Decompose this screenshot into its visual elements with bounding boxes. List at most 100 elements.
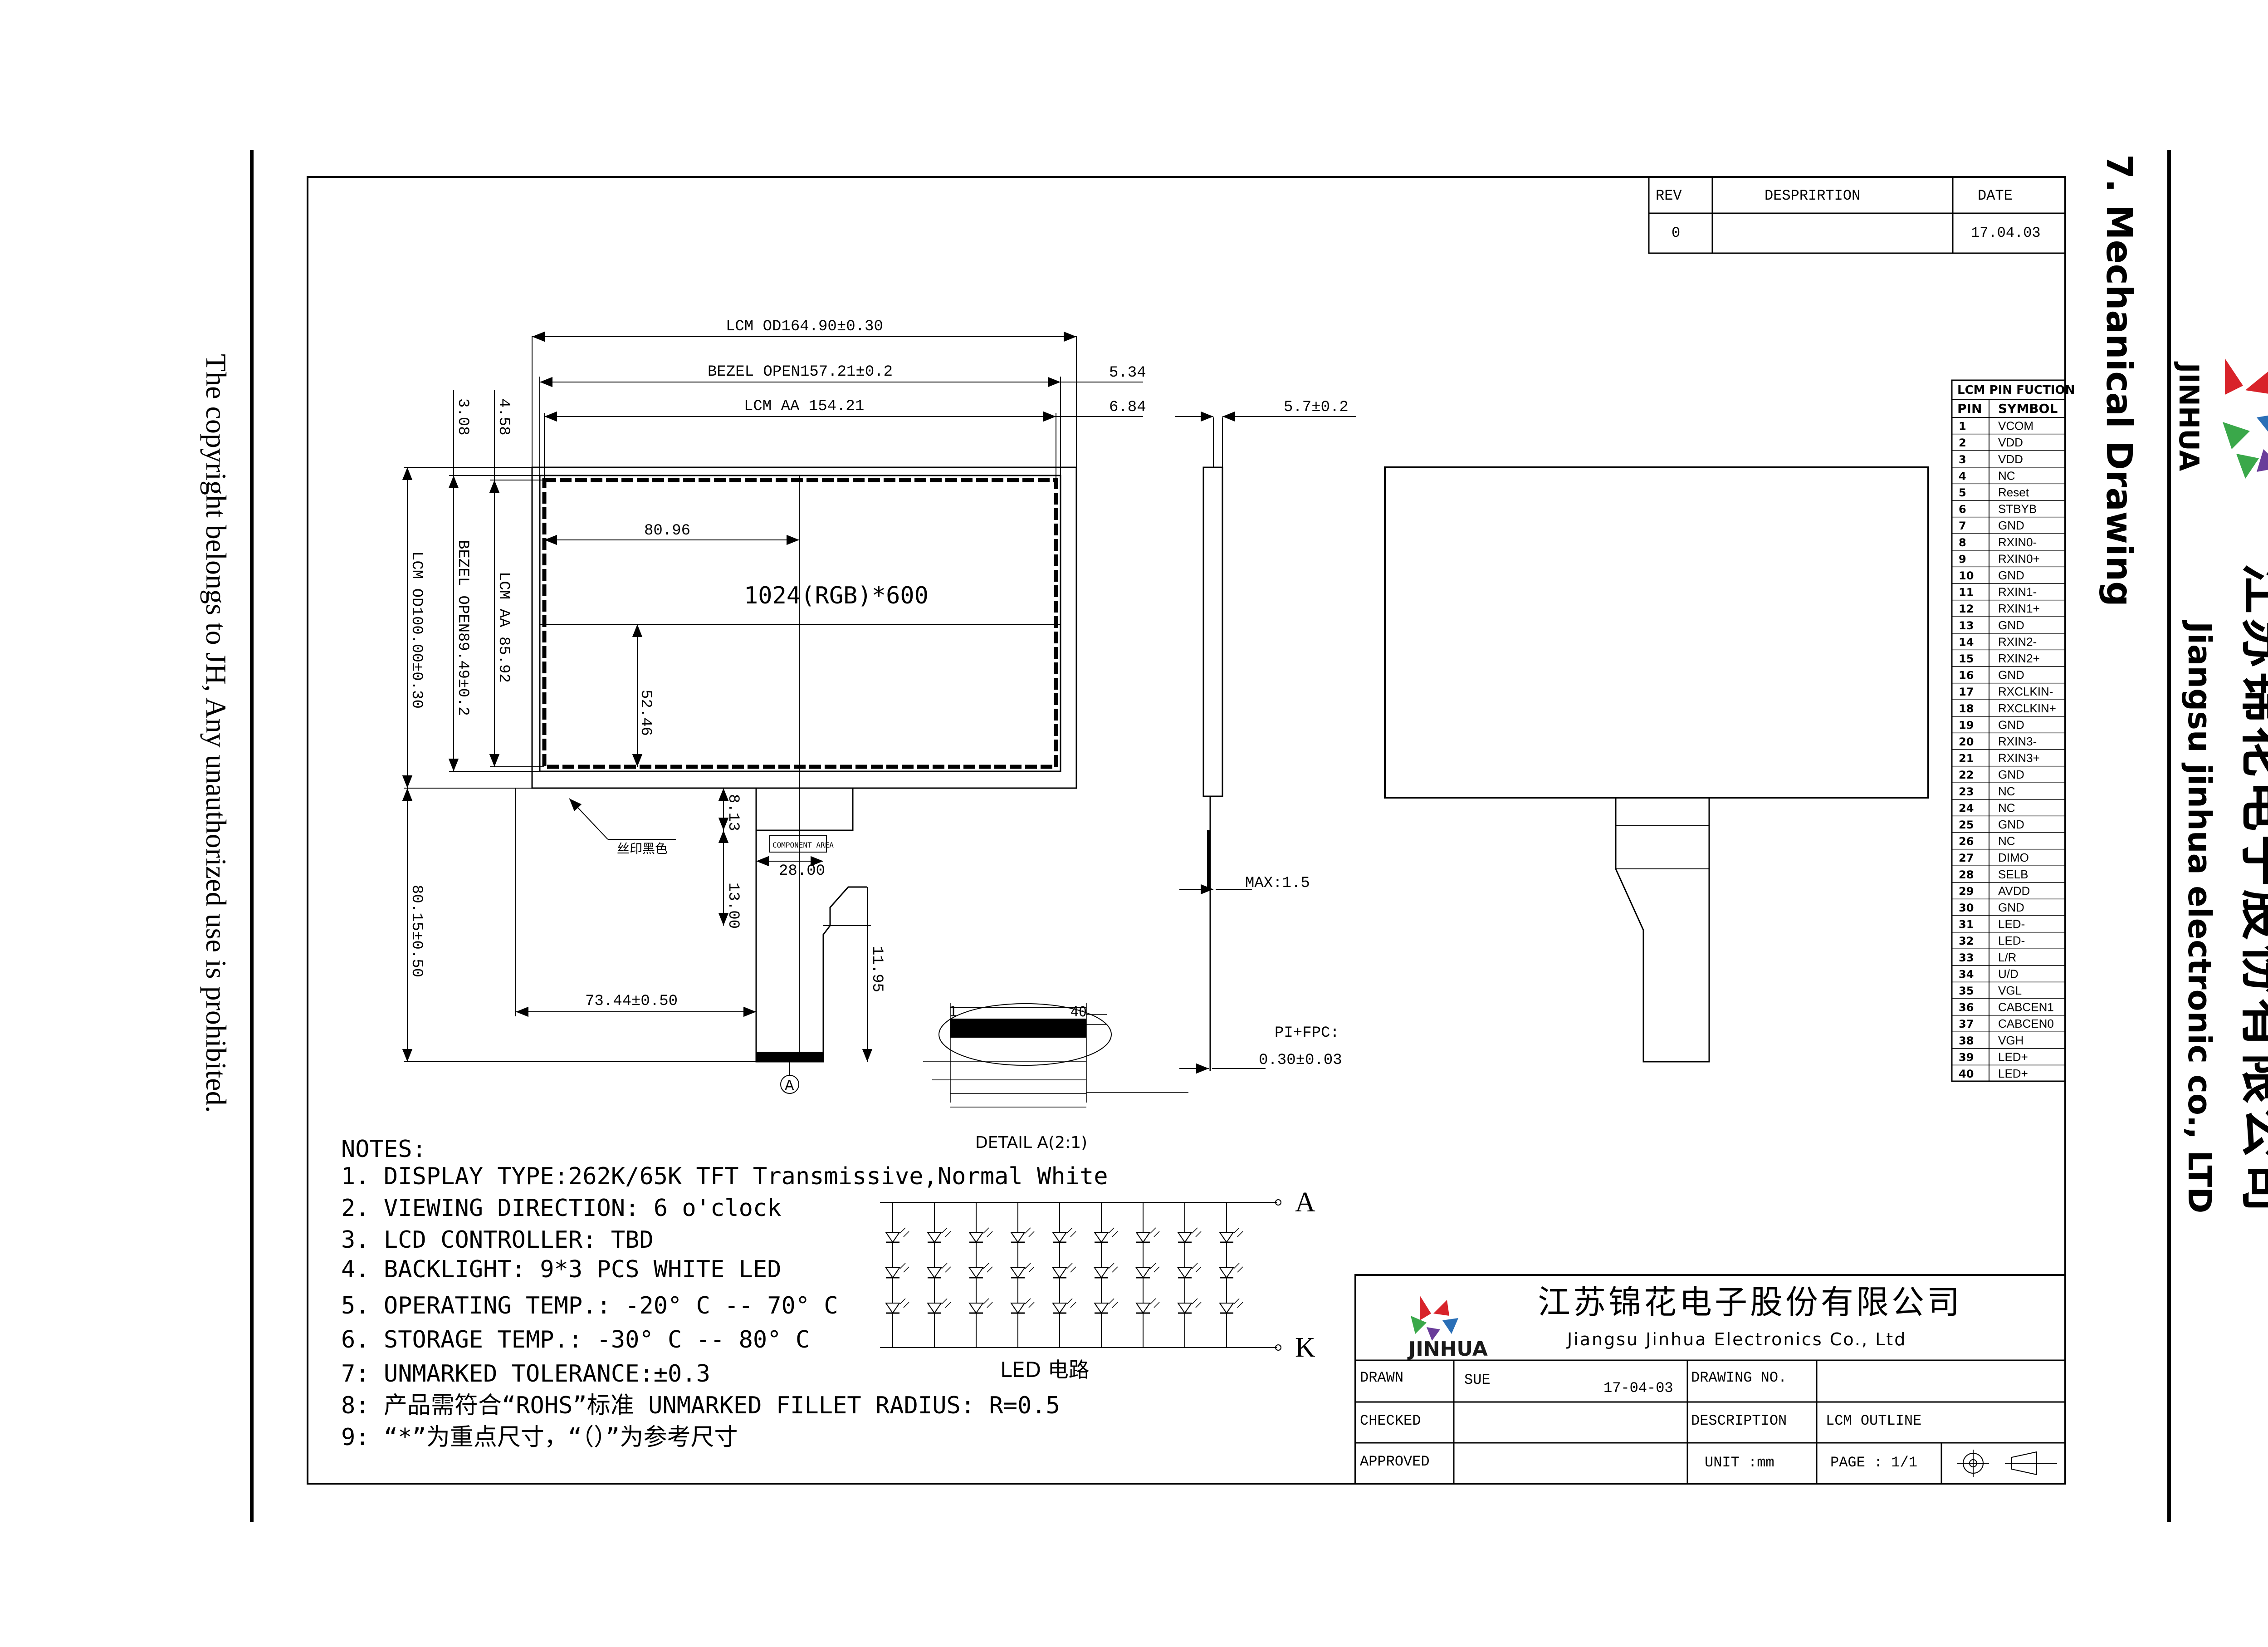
pin-number: 21 [1959,752,1974,765]
dim-bezel-open-width: BEZEL OPEN157.21±0.2 [708,363,893,381]
pin-symbol: LED- [1998,917,2025,931]
dim-80-96: 80.96 [644,522,690,539]
led-diode [1094,1298,1118,1314]
led-diode [1177,1263,1202,1279]
component-area-label: COMPONENT AREA [772,841,834,849]
pin-symbol: SELB [1998,868,2028,881]
dim-52-46: 52.46 [637,690,654,736]
pin-number: 25 [1959,819,1974,831]
logo-text-right: JINHUA [2173,361,2204,471]
cathode-label: K [1295,1332,1315,1363]
page-label: PAGE : 1/1 [1830,1454,1917,1471]
pin-symbol: VGH [1998,1034,2024,1047]
led-diode [1135,1263,1160,1279]
pin-number: 5 [1959,486,1966,499]
checked-label: CHECKED [1360,1412,1421,1429]
pin-symbol: GND [1998,618,2024,632]
pin-symbol: GND [1998,668,2024,682]
led-diode [1094,1263,1118,1279]
pin-symbol: VDD [1998,452,2023,466]
pin-symbol: RXIN1- [1998,585,2037,599]
led-diode [1135,1298,1160,1314]
pin-number: 26 [1959,835,1974,848]
pin-number: 37 [1959,1018,1974,1030]
pin-number: 8 [1959,536,1966,549]
pin-number: 15 [1959,652,1974,665]
pin-number: 39 [1959,1051,1974,1064]
led-diode [1052,1227,1076,1243]
dim-lcm-od-height: LCM OD100.00±0.30 [408,551,425,709]
pin-number: 20 [1959,735,1974,748]
pin-symbol: L/R [1998,951,2016,964]
detail-a-view: 1 40 DETAIL A(2:1) [923,1003,1188,1152]
pin-number: 6 [1959,503,1966,516]
pin-symbol: RXCLKIN- [1998,685,2053,698]
led-circuit: A K LED 电路 [880,1187,1315,1382]
note-3: 3. LCD CONTROLLER: TBD [341,1226,654,1254]
rev-header: REV [1656,187,1682,204]
led-diode [1177,1298,1202,1314]
notes-title: NOTES: [341,1136,426,1163]
detail-pin-40: 40 [1070,1004,1087,1020]
dim-80-15: 80.15±0.50 [408,885,425,977]
title-block: JINHUA 江苏锦花电子股份有限公司 Jiangsu Jinhua Elect… [1354,1274,2066,1485]
dim-11-95: 11.95 [868,946,885,992]
pin-symbol: Reset [1998,485,2029,499]
pin-number: 7 [1959,520,1966,532]
pin-number: 35 [1959,985,1974,997]
pin-number: 24 [1959,802,1974,814]
pin-number: 4 [1959,470,1966,482]
led-diode [968,1227,993,1243]
date-header: DATE [1978,187,2013,204]
pin-header: PIN [1957,401,1982,416]
led-circuit-label: LED 电路 [1000,1358,1090,1382]
dim-thickness: 5.7±0.2 [1284,399,1349,416]
pin-symbol: RXIN0+ [1998,552,2040,565]
pin-number: 23 [1959,785,1974,798]
pin-number: 22 [1959,769,1974,781]
pin-number: 12 [1959,603,1974,615]
drawing-no-label: DRAWING NO. [1691,1369,1787,1386]
pin-symbol: NC [1998,469,2015,482]
side-view: 5.7±0.2 MAX:1.5 PI+FPC: 0.30±0.03 [1175,399,1356,1074]
dim-lcm-aa-height: LCM AA 85.92 [495,572,512,683]
description-value: LCM OUTLINE [1826,1412,1921,1429]
detail-a-label: DETAIL A(2:1) [975,1133,1087,1152]
led-diode [1094,1227,1118,1243]
pin-symbol: GND [1998,768,2024,781]
dim-6-84: 6.84 [1109,399,1146,416]
pin-symbol: NC [1998,784,2015,798]
note-7: 7: UNMARKED TOLERANCE:±0.3 [341,1360,710,1387]
note-1: 1. DISPLAY TYPE:262K/65K TFT Transmissiv… [341,1163,1108,1190]
title-block-company-cn: 江苏锦花电子股份有限公司 [1538,1284,1962,1321]
pin-symbol: RXIN3+ [1998,751,2040,765]
dim-bezel-open-height: BEZEL OPEN89.49±0.2 [454,540,471,716]
pin-number: 33 [1959,951,1974,964]
pin-number: 40 [1959,1068,1974,1080]
led-diode [885,1263,909,1279]
pin-number: 11 [1959,586,1974,599]
symbol-header: SYMBOL [1998,401,2058,416]
pin-symbol: GND [1998,519,2024,532]
pin-symbol: STBYB [1998,502,2037,516]
pin-symbol: VGL [1998,984,2022,997]
pin-number: 36 [1959,1001,1974,1014]
dim-8-13: 8.13 [724,794,742,831]
back-view [1384,466,1929,1063]
pin-symbol: RXIN2+ [1998,652,2040,665]
revision-table: REV DESPRIRTION DATE 0 17.04.03 [1648,176,2066,254]
dim-73-44: 73.44±0.50 [585,993,678,1010]
pin-number: 10 [1959,569,1974,582]
silk-print-label: 丝印黑色 [617,841,668,856]
pin-symbol: LED+ [1998,1067,2028,1080]
pin-symbol: NC [1998,834,2015,848]
pin-number: 18 [1959,702,1974,715]
notes: NOTES: 1. DISPLAY TYPE:262K/65K TFT Tran… [341,1136,1108,1451]
unit-label: UNIT :mm [1705,1454,1774,1471]
copyright-notice: The copyright belongs to JH, Any unautho… [200,354,232,1113]
drawn-label: DRAWN [1360,1369,1403,1386]
dim-3-08: 3.08 [454,398,471,436]
led-diode [927,1263,951,1279]
